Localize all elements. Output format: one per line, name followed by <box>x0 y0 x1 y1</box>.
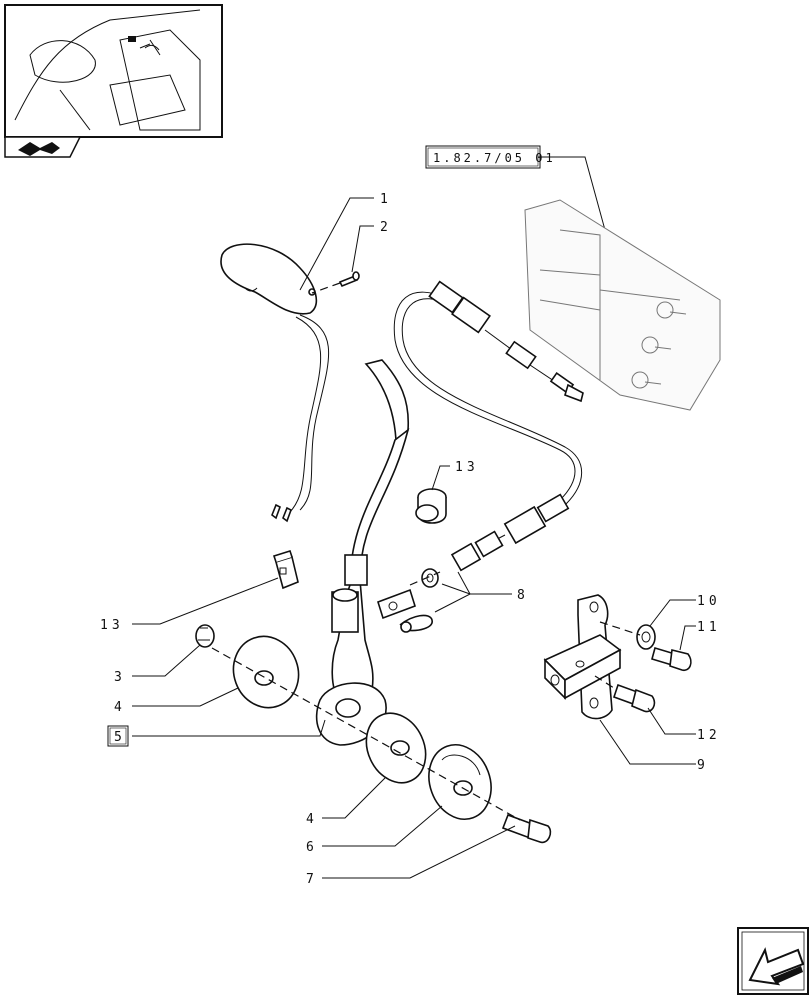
bolt-7 <box>501 813 552 844</box>
lever-knob <box>220 243 318 315</box>
bolt-11 <box>651 646 692 672</box>
callout-4-left: 4 <box>114 700 126 715</box>
friction-disc-6 <box>428 744 492 820</box>
callout-13-upper: 13 <box>455 460 479 475</box>
washer-4-right <box>365 712 427 784</box>
reference-label[interactable]: 1.82.7/05 01 <box>425 145 556 169</box>
callout-4-right: 4 <box>306 812 318 827</box>
callout-numbers: 1 2 13 13 3 4 5 4 6 7 8 9 10 11 12 <box>100 192 721 887</box>
callout-12: 12 <box>697 728 721 743</box>
nut-3 <box>195 624 215 648</box>
thumbnail-tab[interactable] <box>4 136 82 158</box>
callout-11: 11 <box>697 620 721 635</box>
washer-4-left <box>232 635 300 709</box>
screw-2 <box>338 271 360 288</box>
callout-5-box: 5 <box>107 725 129 747</box>
leader-lines <box>132 197 696 879</box>
callout-3: 3 <box>114 670 126 685</box>
callout-8: 8 <box>517 588 529 603</box>
callout-13-lower: 13 <box>100 618 124 633</box>
next-page-arrow-icon <box>748 947 805 986</box>
connector-13 <box>272 550 299 590</box>
callout-2: 2 <box>380 220 392 235</box>
callout-1: 1 <box>380 192 392 207</box>
cable-end-upper <box>428 280 584 403</box>
reference-label-text: 1.82.7/05 01 <box>433 151 556 165</box>
wire-terminals <box>271 503 292 523</box>
clevis-assembly-8 <box>377 568 439 633</box>
grommet-13 <box>415 488 447 524</box>
control-valve-block <box>524 199 721 411</box>
callout-5: 5 <box>114 730 126 745</box>
callout-9: 9 <box>697 758 709 773</box>
control-lever <box>315 359 410 746</box>
washer-10 <box>636 624 656 650</box>
next-page-button[interactable] <box>737 927 809 995</box>
callout-6: 6 <box>306 840 318 855</box>
callout-10: 10 <box>697 594 721 609</box>
callout-7: 7 <box>306 872 318 887</box>
cable-end-lower <box>450 493 570 572</box>
cab-thumbnail[interactable] <box>4 4 223 138</box>
tractor-cab-thumbnail-icon <box>14 9 201 131</box>
bracket-9 <box>543 594 622 720</box>
bolt-12 <box>612 683 656 713</box>
book-arrow-icon <box>18 142 60 156</box>
